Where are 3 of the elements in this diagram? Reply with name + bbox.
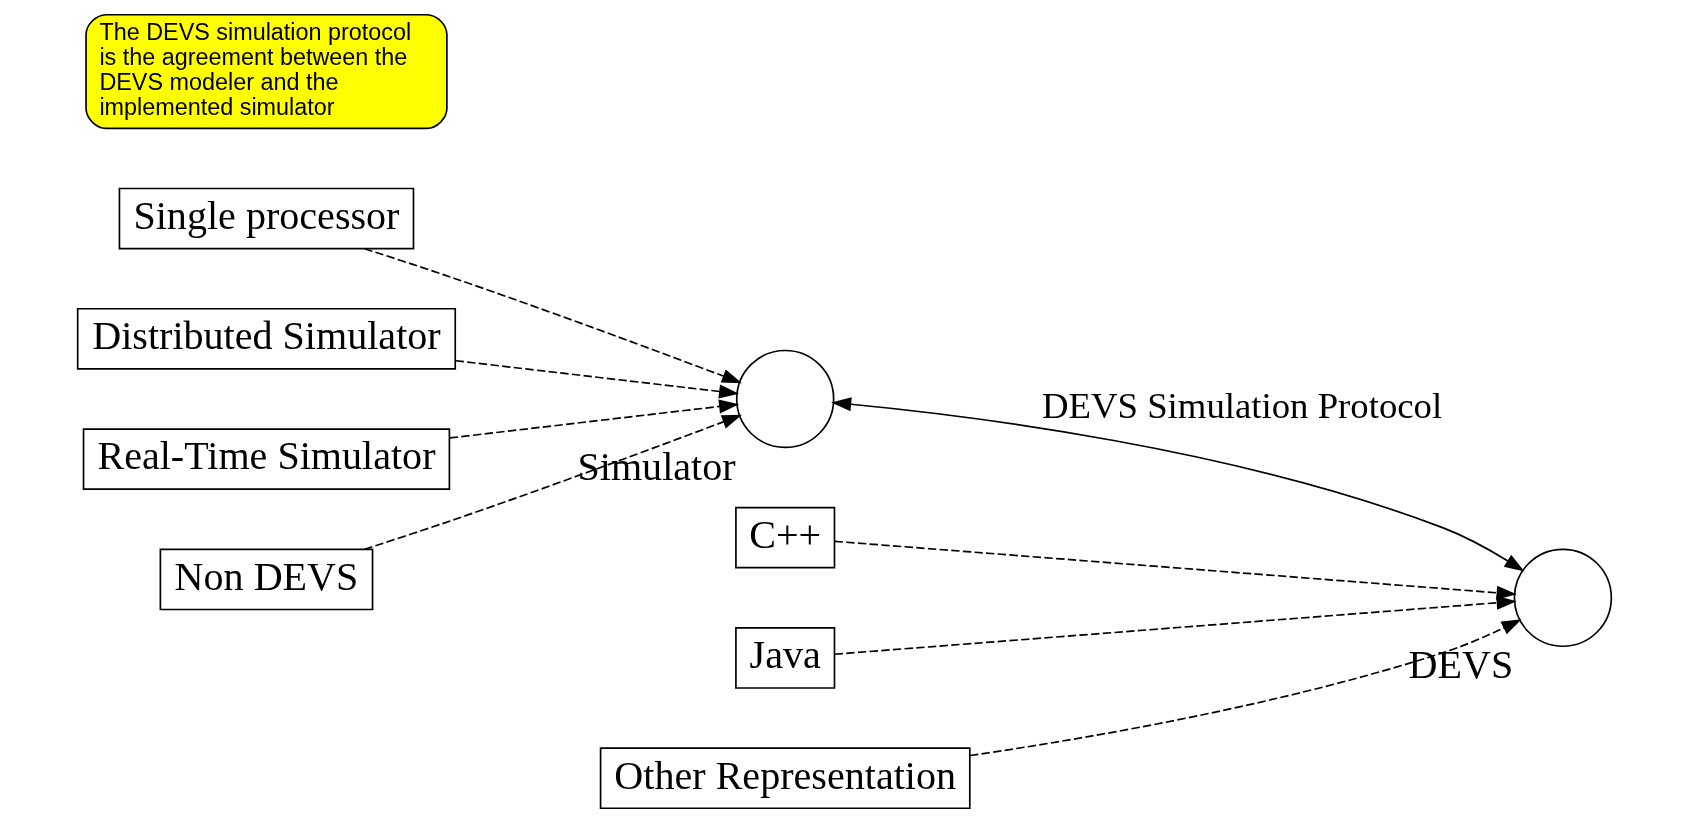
edge-label: DEVS Simulation Protocol xyxy=(1042,385,1443,427)
node-label: Simulator xyxy=(577,443,736,489)
node-label: DEVS xyxy=(1408,642,1514,688)
